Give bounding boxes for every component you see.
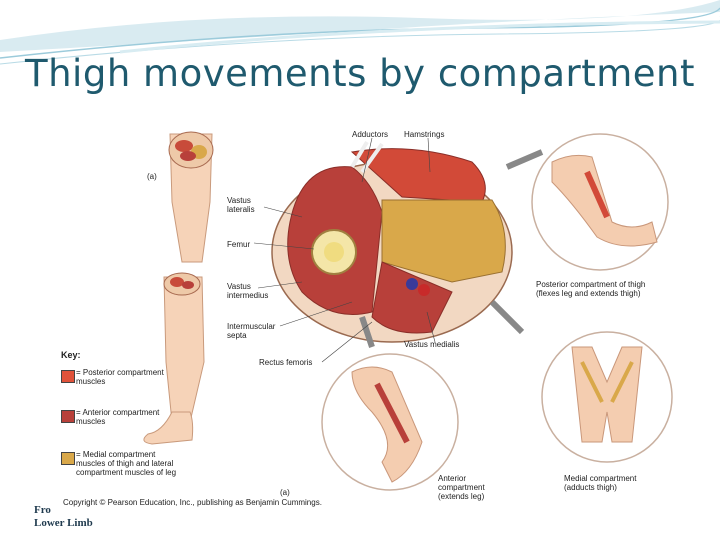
label-rectus-femoris: Rectus femoris <box>259 358 313 367</box>
panel-label-bottom: (a) <box>280 488 290 497</box>
key-label-anterior: = Anterior compartment muscles <box>76 408 160 426</box>
key-label-medial: = Medial compartment muscles of thigh an… <box>76 450 177 477</box>
key-swatch-medial <box>61 452 75 465</box>
label-intermuscular-septa: Intermuscular septa <box>227 322 276 340</box>
label-hamstrings: Hamstrings <box>404 130 445 139</box>
label-vastus-medialis: Vastus medialis <box>404 340 460 349</box>
label-adductors: Adductors <box>352 130 389 139</box>
label-vastus-intermedius: Vastus intermedius <box>227 282 269 300</box>
label-anterior-caption: Anterior compartment (extends leg) <box>438 474 485 501</box>
thigh-cross-section <box>271 140 513 343</box>
posterior-compartment-view <box>531 133 669 271</box>
thigh-illustration <box>143 131 673 491</box>
footer-fragment: Fro <box>34 504 51 516</box>
key-label-posterior: = Posterior compartment muscles <box>76 368 164 386</box>
arrow-anterior <box>359 316 375 348</box>
arrow-posterior <box>505 149 544 170</box>
anatomy-figure: (a) (a) Adductors Hamstrings Vastus late… <box>52 122 685 515</box>
label-femur: Femur <box>227 240 251 249</box>
key-title: Key: <box>61 350 81 360</box>
header-swoosh-decoration <box>0 0 720 65</box>
label-posterior-caption: Posterior compartment of thigh (flexes l… <box>536 280 646 298</box>
label-vastus-lateralis: Vastus lateralis <box>227 196 255 214</box>
panel-label-top: (a) <box>147 172 157 181</box>
leader-lines <box>253 137 436 363</box>
copyright-notice: Copyright © Pearson Education, Inc., pub… <box>63 498 322 507</box>
leg-illustration <box>143 131 214 445</box>
arrow-medial <box>489 299 525 335</box>
color-key: Key: = Posterior compartment muscles = A… <box>61 350 181 477</box>
footer-label: Lower Limb <box>34 517 93 529</box>
slide-title: Thigh movements by compartment <box>25 52 695 95</box>
medial-compartment-view <box>541 331 673 463</box>
anterior-compartment-view <box>321 353 459 491</box>
key-swatch-posterior <box>61 370 75 383</box>
key-swatch-anterior <box>61 410 75 423</box>
label-medial-caption: Medial compartment (adducts thigh) <box>564 474 637 492</box>
